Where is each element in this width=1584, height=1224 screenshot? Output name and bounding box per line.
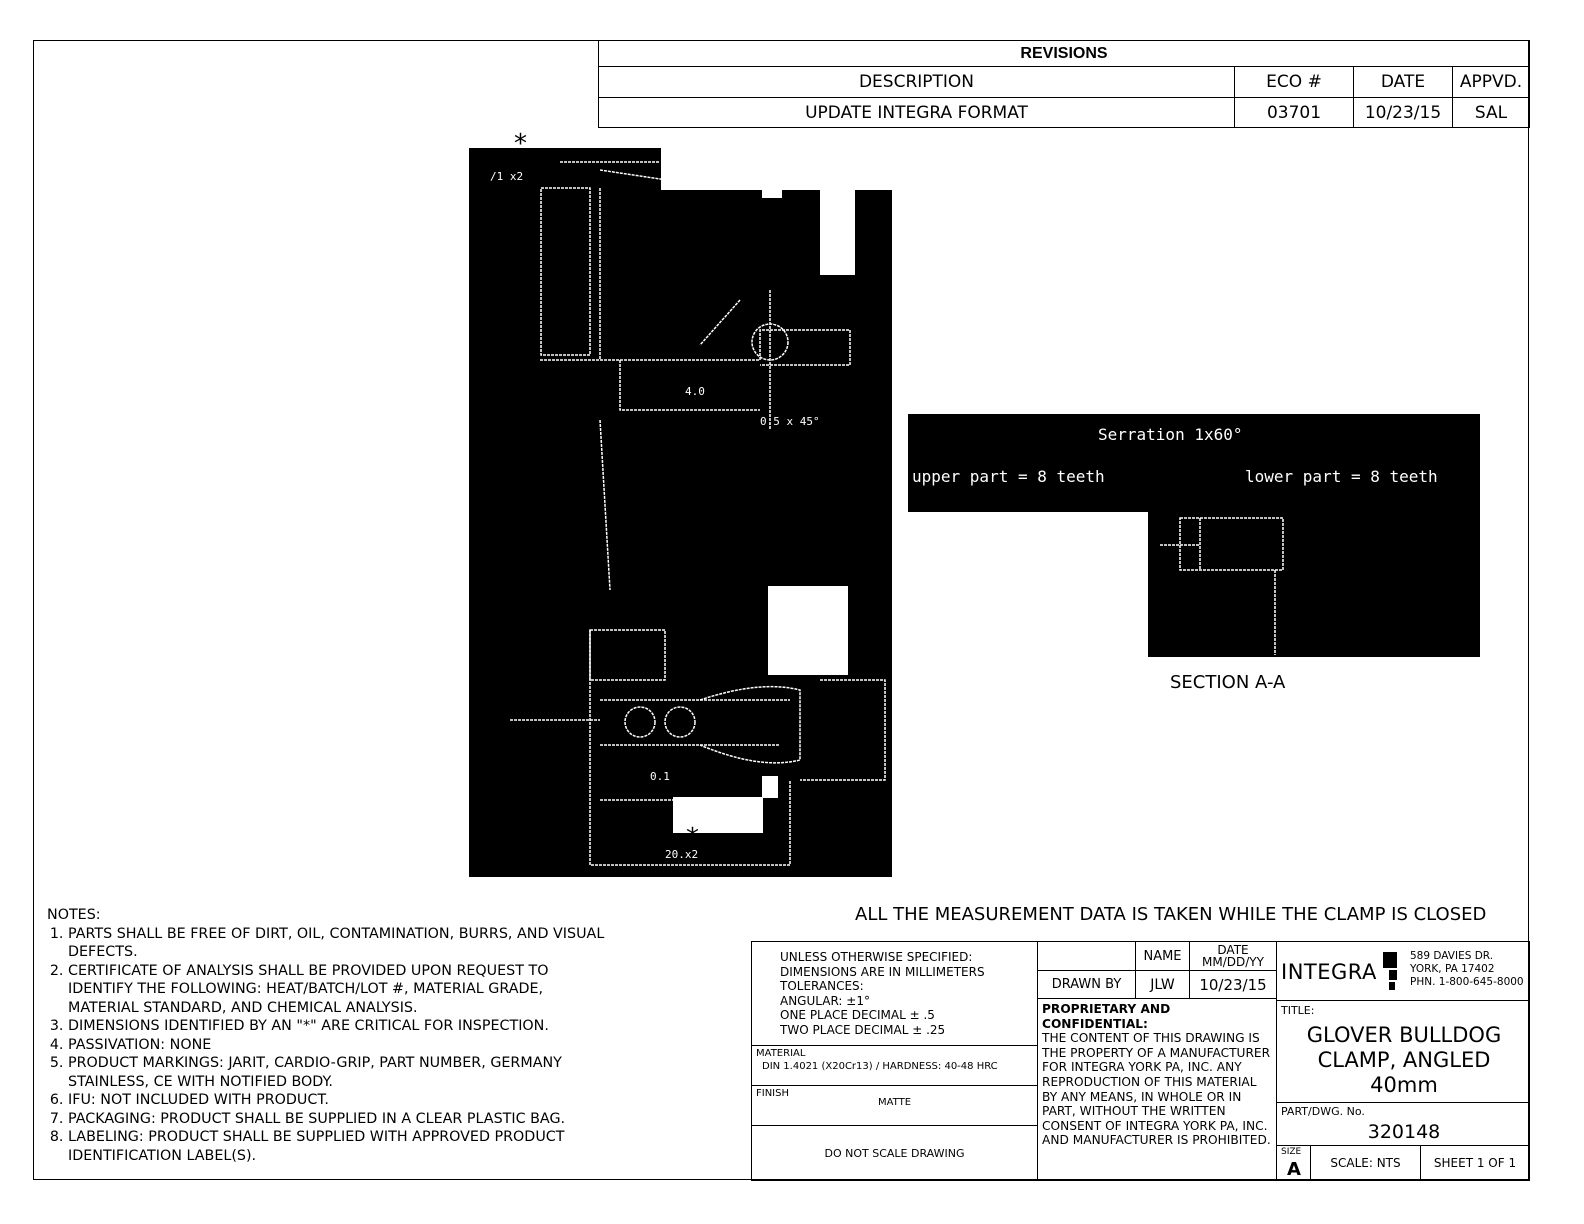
proprietary-text: THE CONTENT OF THIS DRAWING IS THE PROPE… <box>1042 1031 1271 1148</box>
proprietary-cell: PROPRIETARY AND CONFIDENTIAL: THE CONTEN… <box>1037 998 1277 1181</box>
size-cell: SIZE A <box>1276 1145 1311 1181</box>
critical-marker-top: * <box>514 129 527 159</box>
date-header: DATE MM/DD/YY <box>1189 941 1277 971</box>
finish-cell: FINISH MATTE <box>751 1085 1038 1126</box>
measurement-note: ALL THE MEASUREMENT DATA IS TAKEN WHILE … <box>855 904 1487 925</box>
note-item: IFU: NOT INCLUDED WITH PRODUCT. <box>68 1091 607 1110</box>
section-annotation-lower: lower part = 8 teeth <box>1245 467 1438 486</box>
main-view: /1 x2 4.0 0.5 x 45° 0.1 20.x2 * * <box>469 129 892 877</box>
tolerance-line: TOLERANCES: <box>780 979 864 993</box>
svg-text:20.x2: 20.x2 <box>665 848 698 861</box>
proprietary-heading: PROPRIETARY AND CONFIDENTIAL: <box>1042 1002 1171 1031</box>
title-line: CLAMP, ANGLED <box>1317 1048 1491 1072</box>
svg-text:4.0: 4.0 <box>685 385 705 398</box>
section-annotation-serration: Serration 1x60° <box>1098 425 1243 444</box>
part-label: PART/DWG. No. <box>1281 1105 1365 1118</box>
title-label: TITLE: <box>1281 1004 1315 1017</box>
section-view: Serration 1x60° upper part = 8 teeth low… <box>908 414 1480 657</box>
tolerance-line: ONE PLACE DECIMAL ± .5 <box>780 1008 935 1022</box>
tolerance-line: UNLESS OTHERWISE SPECIFIED: <box>780 950 973 964</box>
section-annotation-upper: upper part = 8 teeth <box>912 467 1105 486</box>
critical-marker-bottom: * <box>686 823 699 853</box>
part-number: 320148 <box>1367 1121 1441 1143</box>
material-cell: MATERIAL DIN 1.4021 (X20Cr13) / HARDNESS… <box>751 1045 1038 1086</box>
title-line: GLOVER BULLDOG <box>1306 1023 1502 1047</box>
note-item: PACKAGING: PRODUCT SHALL BE SUPPLIED IN … <box>68 1110 607 1129</box>
title-line: 40mm <box>1370 1073 1438 1097</box>
address-line: 589 DAVIES DR. <box>1410 950 1494 962</box>
address-line: YORK, PA 17402 <box>1410 963 1495 975</box>
rev-row-approved: SAL <box>1452 97 1530 128</box>
integra-logo: INTEGRA <box>1281 960 1377 984</box>
note-item: LABELING: PRODUCT SHALL BE SUPPLIED WITH… <box>68 1128 607 1165</box>
tolerances-cell: UNLESS OTHERWISE SPECIFIED: DIMENSIONS A… <box>751 941 1038 1046</box>
size-value: A <box>1287 1159 1301 1180</box>
drawn-by-date: 10/23/15 <box>1189 970 1277 999</box>
scale: SCALE: NTS <box>1310 1145 1421 1181</box>
name-header: NAME <box>1135 941 1190 971</box>
size-label: SIZE <box>1281 1147 1302 1157</box>
notes: NOTES: PARTS SHALL BE FREE OF DIRT, OIL,… <box>47 906 607 1165</box>
note-item: PASSIVATION: NONE <box>68 1036 607 1055</box>
material-value: DIN 1.4021 (X20Cr13) / HARDNESS: 40-48 H… <box>762 1061 998 1072</box>
integra-logo-mark <box>1383 952 1397 990</box>
svg-text:/1 x2: /1 x2 <box>490 170 523 183</box>
address-line: PHN. 1-800-645-8000 <box>1410 976 1524 988</box>
logo-cell: INTEGRA 589 DAVIES DR. YORK, PA 17402 PH… <box>1276 941 1530 1001</box>
note-item: CERTIFICATE OF ANALYSIS SHALL BE PROVIDE… <box>68 962 607 1018</box>
tolerance-line: DIMENSIONS ARE IN MILLIMETERS <box>780 964 985 979</box>
note-item: DIMENSIONS IDENTIFIED BY AN "*" ARE CRIT… <box>68 1017 607 1036</box>
sheet-number: SHEET 1 OF 1 <box>1420 1145 1530 1181</box>
note-item: PARTS SHALL BE FREE OF DIRT, OIL, CONTAM… <box>68 925 607 962</box>
header-blank-cell <box>1037 941 1136 971</box>
company-address: 589 DAVIES DR. YORK, PA 17402 PHN. 1-800… <box>1410 950 1524 989</box>
tolerance-line: TWO PLACE DECIMAL ± .25 <box>780 1022 946 1037</box>
drawn-by-label: DRAWN BY <box>1037 970 1136 999</box>
svg-text:0.1: 0.1 <box>650 770 670 783</box>
finish-value: MATTE <box>877 1097 912 1108</box>
no-scale-note: DO NOT SCALE DRAWING <box>751 1125 1038 1181</box>
note-item: PRODUCT MARKINGS: JARIT, CARDIO-GRIP, PA… <box>68 1054 607 1091</box>
notes-heading: NOTES: <box>47 907 101 923</box>
part-number-cell: PART/DWG. No. 320148 <box>1276 1102 1530 1146</box>
tolerance-line: ANGULAR: ±1° <box>780 993 870 1008</box>
finish-label: FINISH <box>756 1088 789 1099</box>
drawn-by-name: JLW <box>1135 970 1190 999</box>
title-cell: TITLE: GLOVER BULLDOG CLAMP, ANGLED 40mm <box>1276 1000 1530 1103</box>
drawing-title: GLOVER BULLDOG CLAMP, ANGLED 40mm <box>1277 1023 1531 1098</box>
svg-text:0.5 x 45°: 0.5 x 45° <box>760 415 820 428</box>
material-label: MATERIAL <box>756 1048 806 1059</box>
section-label: SECTION A-A <box>1170 672 1286 693</box>
